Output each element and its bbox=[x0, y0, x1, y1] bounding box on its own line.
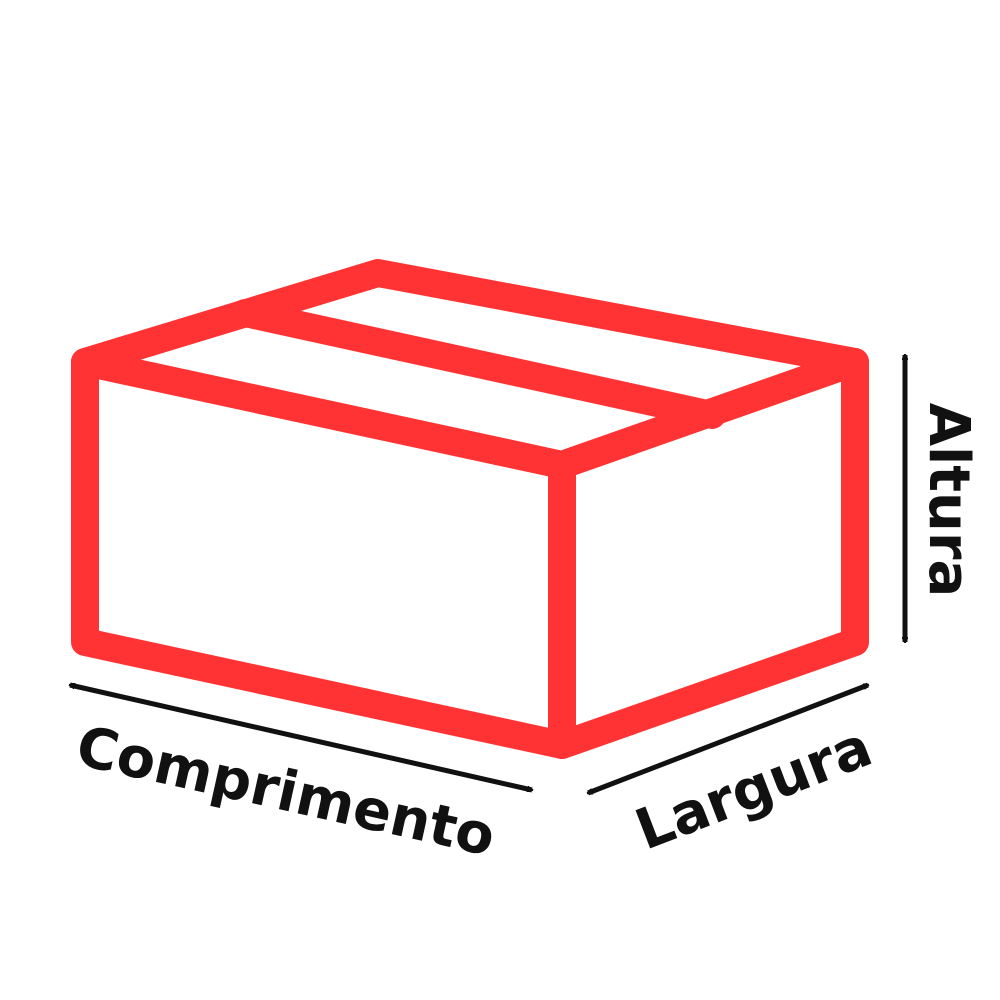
box-tape-line bbox=[231, 299, 726, 429]
width-label: Largura bbox=[627, 714, 880, 863]
width-arrow bbox=[588, 682, 868, 796]
length-label: Comprimento bbox=[71, 714, 501, 870]
box-top-face bbox=[71, 259, 869, 479]
box-outline bbox=[71, 259, 869, 759]
height-label: Altura bbox=[916, 403, 981, 598]
length-arrow bbox=[70, 685, 532, 790]
